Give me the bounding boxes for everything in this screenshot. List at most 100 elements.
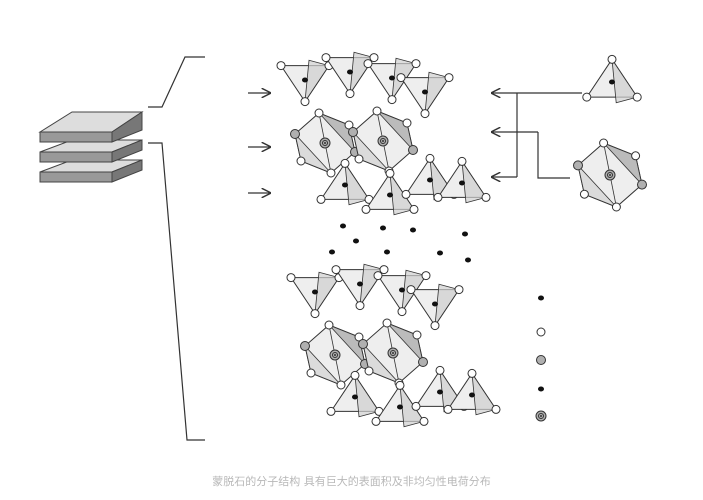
oxygen-atom (419, 416, 429, 426)
oxygen-atom (363, 59, 373, 69)
oxygen-atom (372, 106, 382, 116)
oxygen-atom (382, 318, 392, 328)
oxygen-atom (396, 73, 406, 83)
tetrahedron (411, 365, 469, 413)
arrow-right-icon (248, 93, 270, 193)
tetrahedron (321, 51, 379, 99)
oxygen-atom (397, 307, 407, 317)
legend-silicon (538, 386, 544, 392)
oxygen-atom (637, 179, 647, 190)
oxygen-atom (300, 97, 310, 107)
oxygen-atom (371, 416, 381, 426)
oxygen-atom (387, 95, 397, 105)
oxygen-atom (326, 406, 336, 416)
zoom-bracket (148, 56, 205, 441)
oxygen-atom (631, 151, 641, 161)
silicon-atom (397, 404, 403, 410)
silicon-atom (342, 182, 348, 188)
oxygen-atom (286, 273, 296, 283)
oxygen-atom (411, 401, 421, 411)
silicon-atom (302, 77, 308, 83)
tetrahedron (396, 71, 454, 119)
oxygen-atom (599, 138, 609, 148)
octahedron (348, 106, 418, 176)
tetrahedron (433, 156, 491, 204)
oxygen-atom (345, 89, 355, 99)
tetrahedron (331, 263, 389, 311)
silicon-atom (357, 281, 363, 287)
exchangeable-cation (410, 227, 416, 233)
montmorillonite-structure-diagram (38, 51, 647, 441)
oxygen-atom (491, 404, 501, 414)
silicon-atom (352, 394, 358, 400)
oxygen-atom (607, 54, 617, 64)
oxygen-atom (412, 330, 422, 340)
silicon-atom (387, 192, 393, 198)
oxygen-atom (573, 160, 583, 171)
oxygen-atom (582, 92, 592, 102)
octahedron (290, 108, 360, 178)
tetrahedron (406, 283, 464, 331)
oxygen-atom (481, 192, 491, 202)
octahedron (300, 320, 370, 390)
oxygen-atom (290, 129, 300, 139)
oxygen-atom (324, 320, 334, 330)
oxygen-atom (336, 380, 346, 390)
oxygen-atom (321, 53, 331, 63)
tetrahedron (316, 158, 374, 206)
aluminum-atom (319, 137, 331, 149)
silicon-atom (399, 287, 405, 293)
oxygen-atom (300, 341, 310, 351)
octahedron-icon (573, 138, 647, 212)
oxygen-atom (411, 59, 421, 69)
silicon-atom (427, 177, 433, 183)
oxygen-atom (406, 285, 416, 295)
oxygen-atom (306, 368, 316, 378)
oxygen-atom (326, 168, 336, 178)
exchangeable-cation (380, 225, 386, 231)
octahedron (358, 318, 428, 388)
silicon-atom (347, 69, 353, 75)
oxygen-atom (350, 370, 360, 380)
oxygen-atom (611, 202, 621, 212)
silicon-atom (389, 75, 395, 81)
octahedron (573, 138, 647, 212)
atom-legend (535, 295, 547, 422)
legend-hydroxyl (536, 355, 546, 365)
tetrahedron (443, 368, 501, 416)
exchangeable-cation (437, 250, 443, 256)
oxygen-atom (421, 271, 431, 281)
aluminum-atom (387, 347, 399, 359)
oxygen-atom (385, 168, 395, 178)
oxygen-atom (401, 189, 411, 199)
oxygen-atom (420, 109, 430, 119)
silicon-atom (469, 392, 475, 398)
legend-aluminum (535, 410, 547, 422)
oxygen-atom (444, 73, 454, 83)
oxygen-atom (348, 127, 358, 137)
silicon-atom (609, 79, 615, 85)
top-silicate-layer (276, 51, 491, 216)
oxygen-atom (296, 156, 306, 166)
oxygen-atom (379, 265, 389, 275)
oxygen-atom (395, 380, 405, 390)
exchangeable-cation (353, 238, 359, 244)
tetrahedron (276, 59, 334, 107)
oxygen-atom (316, 194, 326, 204)
silicon-atom (459, 180, 465, 186)
exchangeable-cation (340, 223, 346, 229)
oxygen-atom (408, 145, 418, 155)
oxygen-atom (457, 156, 467, 166)
exchangeable-cation (465, 257, 471, 263)
oxygen-atom (430, 321, 440, 331)
oxygen-atom (361, 204, 371, 214)
tetrahedron-icon (582, 54, 642, 104)
exchangeable-cation (462, 231, 468, 237)
legend-cation (538, 295, 544, 301)
tetrahedron (582, 54, 642, 104)
oxygen-atom (409, 204, 419, 214)
silicon-atom (432, 301, 438, 307)
oxygen-atom (355, 301, 365, 311)
aluminum-atom (604, 169, 616, 181)
tetrahedron (373, 269, 431, 317)
